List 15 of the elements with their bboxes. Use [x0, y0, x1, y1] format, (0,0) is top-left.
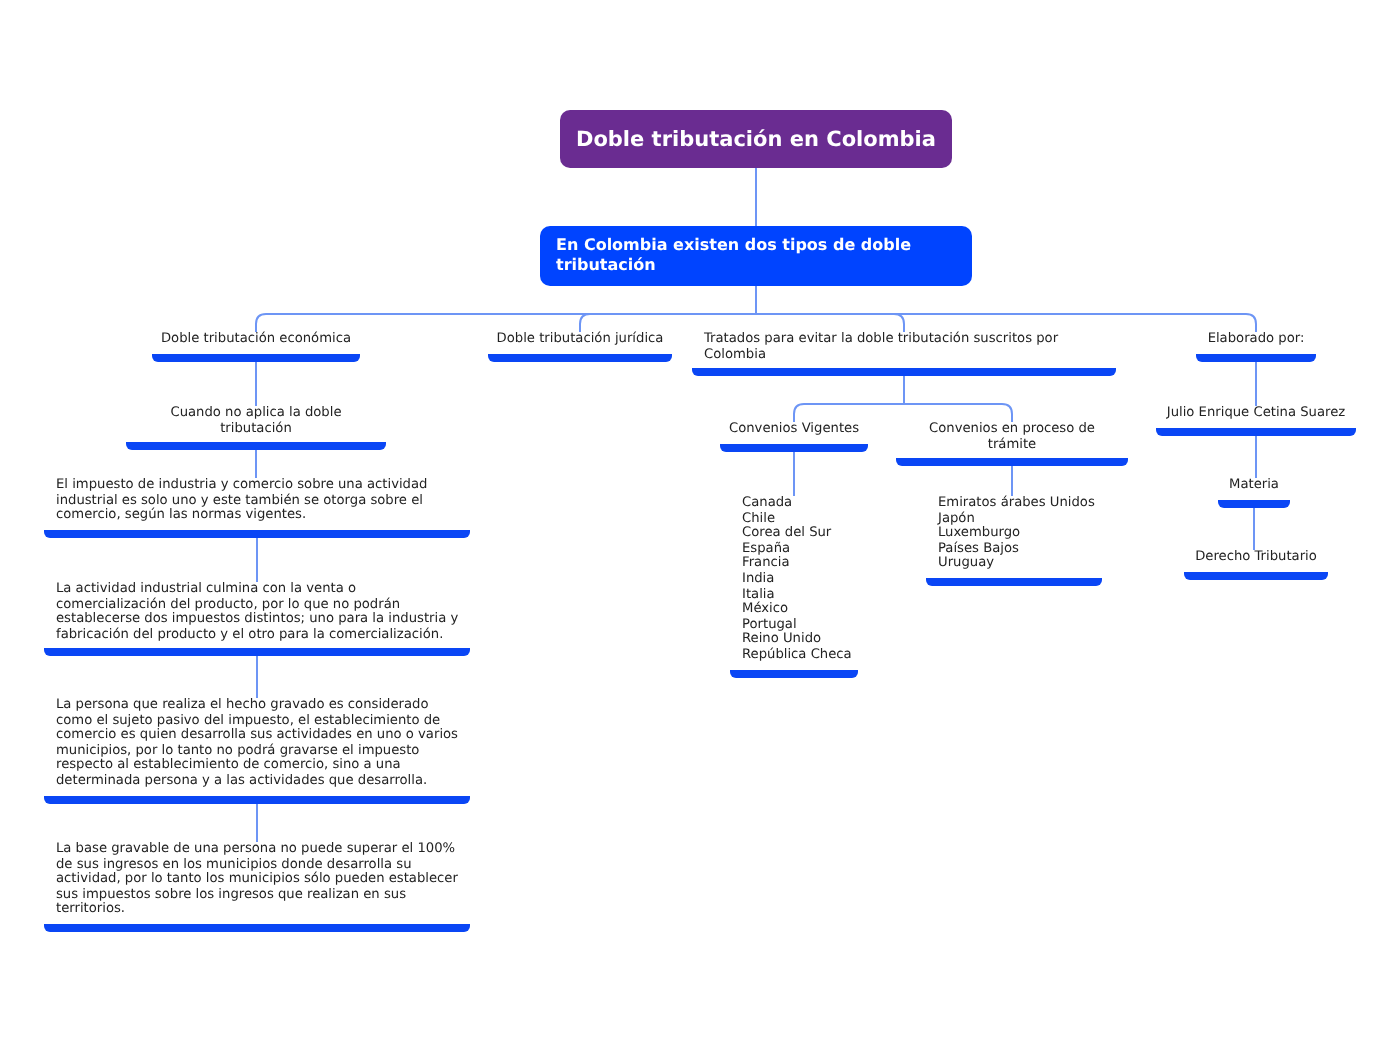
connector-line	[256, 803, 258, 843]
connector-line	[256, 655, 258, 699]
connector-line	[793, 451, 795, 497]
connector-line	[755, 285, 1257, 333]
connector-line	[1255, 361, 1257, 407]
connector-line	[256, 537, 258, 583]
connector-line	[255, 449, 257, 479]
connector-line	[1255, 435, 1257, 479]
topic-box: En Colombia existen dos tipos de doble tributación	[540, 226, 972, 286]
connector-line	[255, 361, 257, 407]
connector-line	[755, 167, 757, 227]
connector-line	[1011, 465, 1013, 497]
connector-line	[1253, 507, 1255, 551]
topic-box: Doble tributación en Colombia	[560, 110, 952, 168]
connector-line	[903, 375, 1013, 423]
